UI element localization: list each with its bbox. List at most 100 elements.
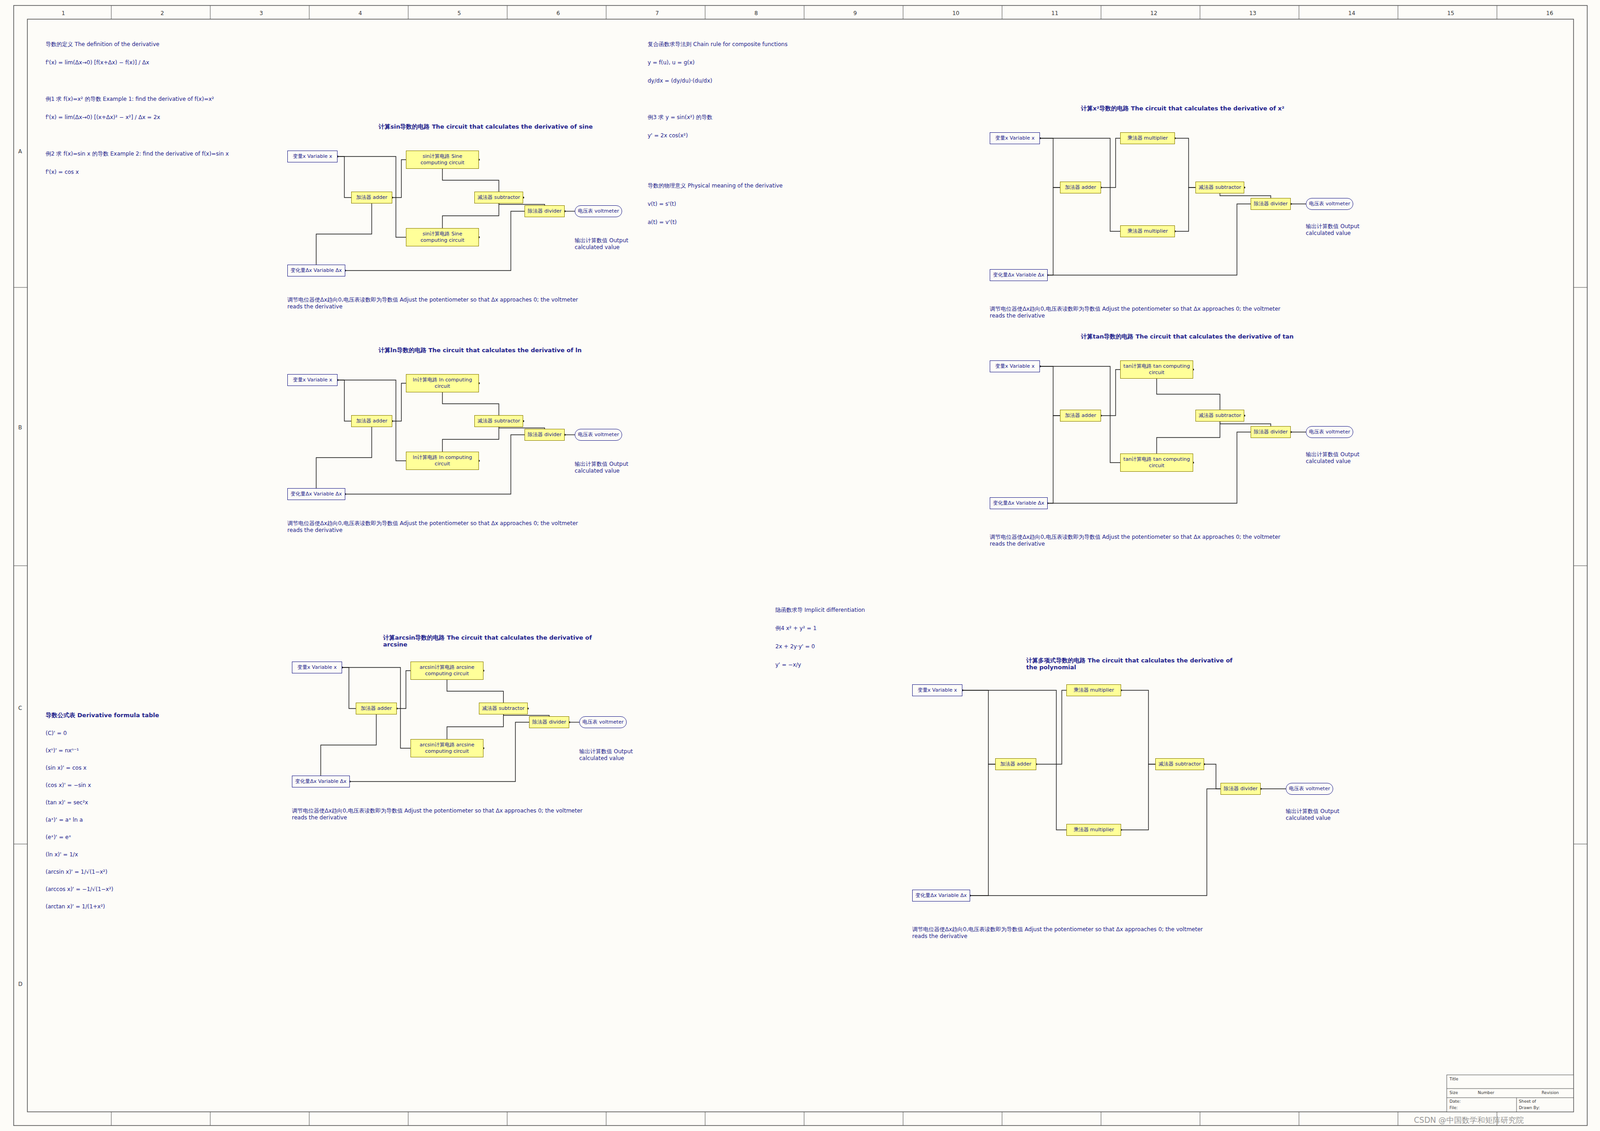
node-text: 电压表 voltmeter: [577, 207, 619, 215]
node-text: 除法器 divider: [532, 718, 567, 726]
wire: [336, 379, 406, 461]
node-text: sin计算电路 Sine computing circuit: [409, 153, 476, 167]
voltage-source: 变化量Δx Variable Δx: [989, 269, 1048, 281]
node-text: ln计算电路 ln computing circuit: [409, 454, 476, 468]
wire: [1046, 187, 1060, 276]
grid-reference: 8: [754, 10, 773, 17]
node-text: 减法器 subtractor: [482, 705, 525, 712]
node-text: 减法器 subtractor: [477, 194, 520, 201]
heading-note: 计算多项式导数的电路 The circuit that calculates t…: [1026, 656, 1246, 671]
function-box: 乘法器 multiplier: [1120, 132, 1175, 145]
grid-reference: 6: [556, 10, 575, 17]
wire: [395, 670, 411, 710]
annotation-text: (eˣ)' = eˣ: [45, 833, 256, 841]
annotation-text: f'(x) = lim(Δx→0) [(x+Δx)² − x²] / Δx = …: [45, 114, 256, 121]
annotation-text: 输出计算数值 Output calculated value: [574, 237, 648, 251]
node-text: 减法器 subtractor: [477, 417, 520, 425]
title-block-field: Revision: [1541, 1090, 1592, 1096]
wire: [391, 383, 406, 422]
grid-reference: 13: [1249, 10, 1268, 17]
divider-box: 除法器 divider: [524, 428, 565, 441]
annotation-text: (C)' = 0: [45, 729, 256, 737]
function-box: 乘法器 multiplier: [1066, 823, 1122, 836]
wire: [391, 159, 406, 199]
function-box: ln计算电路 ln computing circuit: [405, 374, 479, 393]
annotation-text: f'(x) = lim(Δx→0) [f(x+Δx) − f(x)] / Δx: [45, 59, 256, 67]
wire: [344, 434, 525, 495]
adder-box: 加法器 adder: [1059, 409, 1102, 422]
grid-reference: 5: [457, 10, 476, 17]
heading-note: 计算tan导数的电路 The circuit that calculates t…: [1080, 332, 1300, 340]
annotation-text: (tan x)' = sec²x: [45, 799, 256, 806]
wire: [316, 426, 372, 495]
function-box: ln计算电路 ln computing circuit: [405, 451, 479, 470]
wire: [1038, 137, 1121, 232]
heading-note: 计算sin导数的电路 The circuit that calculates t…: [378, 123, 598, 130]
node-text: 除法器 divider: [1253, 428, 1288, 436]
function-box: tan计算电路 tan computing circuit: [1120, 360, 1194, 379]
heading-note: 导数公式表 Derivative formula table: [45, 711, 256, 719]
wire: [1203, 763, 1221, 789]
annotation-text: (aˣ)' = aˣ ln a: [45, 816, 256, 824]
grid-reference: 9: [853, 10, 872, 17]
node-text: 变量x Variable x: [915, 686, 960, 694]
adder-box: 加法器 adder: [1059, 181, 1102, 194]
node-text: 除法器 divider: [1253, 200, 1288, 208]
wire: [961, 689, 1067, 830]
annotation-text: 例4 x² + y² = 1: [775, 624, 899, 632]
node-text: 乘法器 multiplier: [1123, 135, 1172, 142]
annotation-text: (arccos x)' = −1/√(1−x²): [45, 885, 256, 893]
node-text: arcsin计算电路 arcsine computing circuit: [413, 664, 481, 677]
adder-box: 加法器 adder: [351, 415, 393, 427]
node-text: 加法器 adder: [1063, 184, 1098, 191]
node-text: ln计算电路 ln computing circuit: [409, 376, 476, 390]
subtractor-box: 减法器 subtractor: [474, 191, 524, 204]
wire: [1038, 137, 1060, 188]
divider-box: 除法器 divider: [1220, 782, 1261, 795]
title-block-field: Date:: [1449, 1098, 1500, 1104]
adder-box: 加法器 adder: [351, 191, 393, 204]
grid-reference: 14: [1348, 10, 1367, 17]
grid-reference: 1: [61, 10, 80, 17]
title-block-field: Title: [1449, 1076, 1500, 1082]
grid-reference: C: [18, 704, 28, 712]
grid-reference: 3: [259, 10, 278, 17]
node-text: 除法器 divider: [527, 431, 562, 438]
wire: [1120, 689, 1156, 764]
annotation-text: (xⁿ)' = nxⁿ⁻¹: [45, 747, 256, 754]
node-text: tan计算电路 tan computing circuit: [1123, 363, 1190, 376]
annotation-text: dy/dx = (dy/du)·(du/dx): [647, 77, 799, 85]
annotation-text: 调节电位器使Δx趋向0,电压表读数即为导数值 Adjust the potent…: [291, 807, 584, 821]
title-block-field: Sheet of: [1518, 1098, 1569, 1104]
wire: [969, 788, 1221, 897]
voltmeter: 电压表 voltmeter: [1305, 197, 1354, 210]
annotation-text: 例1 求 f(x)=x² 的导数 Example 1: find the der…: [45, 95, 256, 103]
wire: [563, 210, 575, 213]
wire: [1289, 431, 1306, 433]
voltmeter: 电压表 voltmeter: [579, 716, 627, 728]
node-text: 加法器 adder: [354, 194, 390, 201]
annotation-text: (arctan x)' = 1/(1+x²): [45, 903, 256, 910]
grid-reference: 10: [952, 10, 971, 17]
voltmeter: 电压表 voltmeter: [574, 428, 623, 441]
divider-box: 除法器 divider: [524, 205, 565, 218]
subtractor-box: 减法器 subtractor: [474, 415, 524, 427]
function-box: sin计算电路 Sine computing circuit: [405, 150, 479, 169]
node-text: 变量x Variable x: [290, 153, 335, 160]
node-text: 电压表 voltmeter: [577, 431, 619, 438]
node-text: sin计算电路 Sine computing circuit: [409, 230, 476, 244]
subtractor-box: 减法器 subtractor: [1195, 409, 1245, 422]
annotation-text: 输出计算数值 Output calculated value: [579, 748, 653, 762]
annotation-text: (ln x)' = 1/x: [45, 851, 256, 858]
node-text: tan计算电路 tan computing circuit: [1123, 456, 1190, 469]
annotation-text: 导数的定义 The definition of the derivative: [45, 41, 256, 48]
annotation-text: 例3 求 y = sin(x²) 的导数: [647, 114, 799, 121]
annotation-text: y' = 2x cos(x²): [647, 132, 799, 140]
voltage-source: 变化量Δx Variable Δx: [287, 488, 346, 500]
node-text: 乘法器 multiplier: [1069, 686, 1118, 694]
voltmeter: 电压表 voltmeter: [574, 205, 623, 218]
voltage-source: 变量x Variable x: [287, 150, 338, 163]
wire: [336, 155, 406, 238]
